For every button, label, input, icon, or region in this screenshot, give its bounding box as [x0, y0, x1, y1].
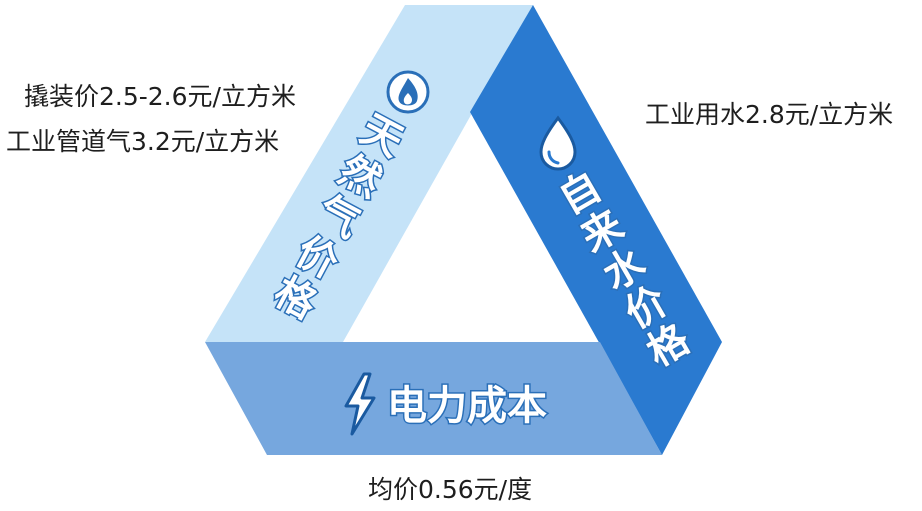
- water-drop-icon: [539, 115, 577, 171]
- power-label: 电力成本: [387, 383, 547, 429]
- power-price-caption: 均价0.56元/度: [368, 475, 533, 504]
- lightning-icon: [344, 372, 376, 436]
- gas-price-caption: 撬装价2.5-2.6元/立方米: [24, 82, 296, 111]
- gas-band: [205, 5, 533, 342]
- water-price-caption: 工业用水2.8元/立方米: [645, 100, 894, 129]
- water-band: [470, 5, 722, 455]
- flame-icon: [386, 70, 430, 114]
- gas-price-caption: 工业管道气3.2元/立方米: [6, 127, 280, 156]
- power-band: [205, 342, 662, 455]
